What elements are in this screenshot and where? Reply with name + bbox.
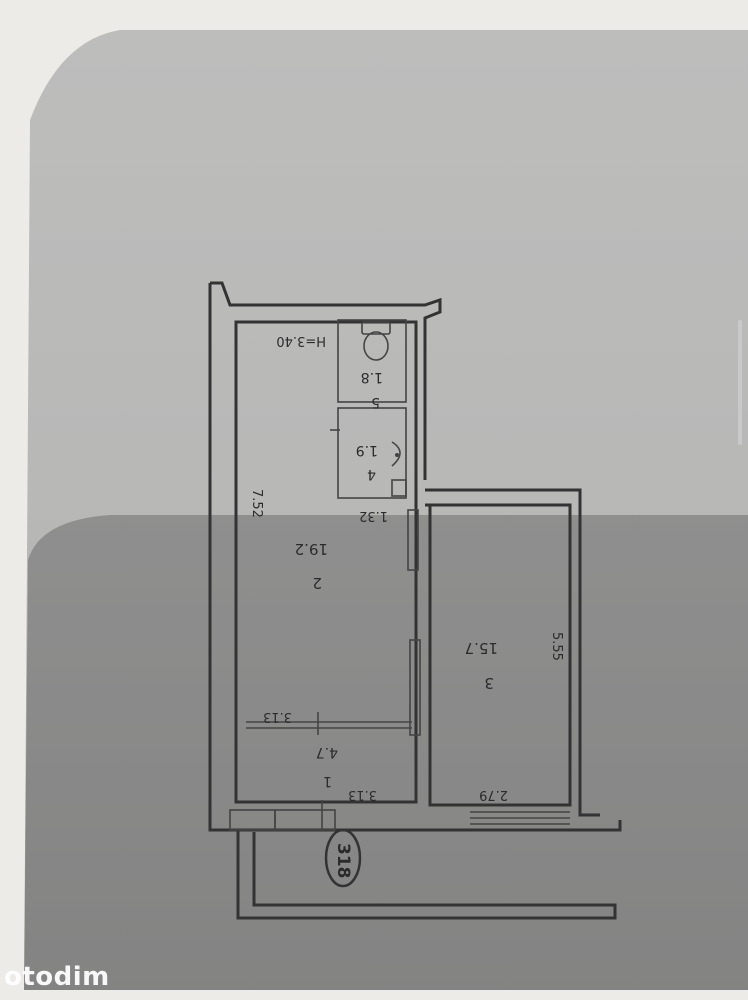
toilet-icon [361,321,391,361]
apartment-number-label: 318 [333,843,353,879]
room5-outline [337,319,407,403]
window [470,811,570,825]
room2-number: 2 [312,574,322,592]
partition-lower [409,639,421,736]
room3-outer-wall [425,488,600,817]
outer-wall [208,281,622,832]
room1-area: 4.7 [316,744,338,760]
room4-area: 1.9 [356,442,378,458]
balcony-wall [236,830,617,920]
ceiling-height-label: H=3.40 [276,333,326,348]
balcony-window-mid [274,809,336,831]
partition-upper [407,509,419,571]
room5-number: 5 [371,394,380,410]
floor-plan: H=3.40 5 1.8 4 1.9 1.32 7.52 2 19.2 3 15… [208,281,622,920]
room5-area: 1.8 [361,369,383,385]
bathroom-width-label: 1.32 [359,508,388,523]
room3-bottom-width-label: 2.79 [479,787,508,802]
room2-outline [234,320,418,804]
room2-area: 19.2 [295,540,328,558]
room4-outline [337,407,407,499]
otodim-watermark: otodim [4,962,110,992]
labels: H=3.40 5 1.8 4 1.9 1.32 7.52 2 19.2 3 15… [249,333,564,879]
room4-number: 4 [367,466,376,482]
room1-bottom-width-label: 3.13 [348,787,377,802]
room3-area: 15.7 [465,639,498,657]
scrollbar[interactable] [738,320,742,445]
bath-step [391,479,407,497]
apartment-number-circle [324,828,362,888]
right-height-label: 5.55 [549,632,564,661]
left-height-label: 7.52 [249,489,264,518]
room1-number: 1 [323,773,332,789]
sink-icon [391,441,401,467]
room2-bottom-width-label: 3.13 [263,709,292,724]
shadow-area [24,515,748,990]
room3-number: 3 [484,674,494,692]
